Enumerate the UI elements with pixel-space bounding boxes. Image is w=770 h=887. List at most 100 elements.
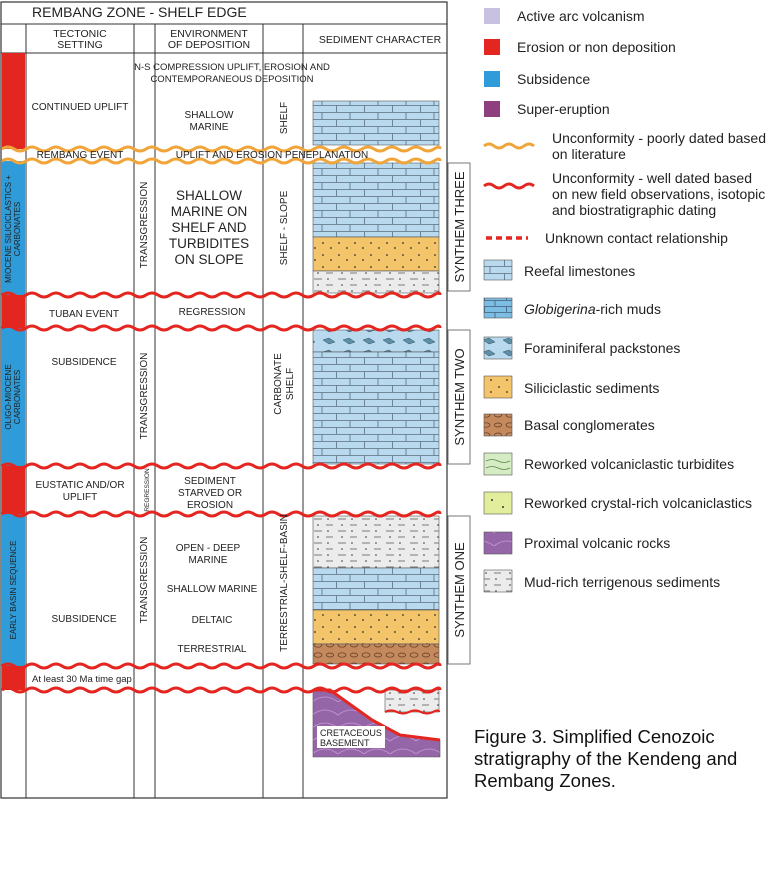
foraminiferal-column xyxy=(312,329,440,353)
unconformity-well-dated xyxy=(1,291,442,299)
label-shallow-marine-top-2: MARINE xyxy=(190,122,229,133)
label-eustatic-1: EUSTATIC AND/OR xyxy=(35,480,124,491)
label-cretaceous-2: BASEMENT xyxy=(320,738,370,748)
label-shelf-turbidites-2: MARINE ON xyxy=(171,204,248,219)
label-uplift-erosion: UPLIFT AND EROSION PENEPLANATION xyxy=(176,150,368,161)
label-regression-small: REGRESSION xyxy=(144,468,151,512)
label-sediment-starved-3: EROSION xyxy=(187,500,233,511)
label-shelf: SHELF xyxy=(279,102,290,134)
header-tectonic-1: TECTONIC xyxy=(53,28,107,40)
legend-label-siliciclastic: Siliciclastic sediments xyxy=(524,380,660,396)
label-deltaic: DELTAIC xyxy=(192,615,233,626)
caption-line-3: Rembang Zones. xyxy=(474,770,616,791)
legend-swatch-siliciclastic xyxy=(483,375,513,399)
legend-label-arc: Active arc volcanism xyxy=(517,8,645,24)
reefal-limestone-column xyxy=(312,567,440,611)
legend-swatch-unconformity-well xyxy=(483,182,535,190)
note-compression-2: CONTEMPORANEOUS DEPOSITION xyxy=(150,74,313,85)
label-shallow-marine-top-1: SHALLOW xyxy=(185,110,234,121)
label-shelf-turbidites-4: TURBIDITES xyxy=(169,236,249,251)
label-synthem-one: SYNTHEM ONE xyxy=(452,542,467,638)
legend-label-reefal: Reefal limestones xyxy=(524,263,636,279)
label-carbonate-shelf-1: CARBONATE xyxy=(273,353,284,415)
legend-swatch-mud xyxy=(483,569,513,593)
erosion-band xyxy=(2,466,25,514)
side-label-lower: EARLY BASIN SEQUENCE xyxy=(9,541,18,640)
legend-label-turbidite: Reworked volcaniclastic turbidites xyxy=(524,456,735,472)
erosion-band xyxy=(2,295,25,328)
label-transgression: TRANSGRESSION xyxy=(139,537,150,624)
label-carbonate-shelf-2: SHELF xyxy=(285,368,296,400)
unconformity-well-dated xyxy=(1,662,442,670)
label-subsidence: SUBSIDENCE xyxy=(51,614,116,625)
label-shelf-turbidites-5: ON SLOPE xyxy=(174,252,243,267)
label-transgression: TRANSGRESSION xyxy=(139,353,150,440)
legend-swatch-unconformity-poor xyxy=(483,142,535,150)
unconformity-well-dated xyxy=(1,462,442,470)
legend-swatch-forams xyxy=(483,336,513,360)
legend-swatch-turbidite-lines xyxy=(485,459,511,470)
label-terrestrial-shelf-basin: TERRESTRIAL-SHELF-BASIN xyxy=(279,514,290,652)
synthem-one-box xyxy=(447,515,471,665)
legend-swatch-super-eruption xyxy=(484,101,500,117)
label-shelf-turbidites-1: SHALLOW xyxy=(176,188,242,203)
label-synthem-two: SYNTHEM TWO xyxy=(452,348,467,445)
unconformity-well-dated xyxy=(1,510,442,518)
subsidence-band xyxy=(2,161,25,295)
legend-label-volcanic: Proximal volcanic rocks xyxy=(524,535,671,551)
subsidence-band xyxy=(2,328,25,466)
label-time-gap: At least 30 Ma time gap xyxy=(32,674,132,685)
legend-swatch-erosion xyxy=(484,39,500,55)
legend-label-crystal: Reworked crystal-rich volcaniclastics xyxy=(524,495,752,511)
unconformity-poorly-dated xyxy=(1,157,442,165)
label-transgression: TRANSGRESSION xyxy=(139,182,150,269)
legend-label-mud: Mud-rich terrigenous sediments xyxy=(524,574,721,590)
legend-swatch-turbidite xyxy=(483,452,513,476)
label-cretaceous-1: CRETACEOUS xyxy=(320,728,382,738)
unconformity-poorly-dated xyxy=(1,145,442,153)
caption-line-2: stratigraphy of the Kendeng and xyxy=(474,748,738,769)
mud-column xyxy=(312,270,440,294)
header-tectonic-2: SETTING xyxy=(57,39,103,51)
header-environment-1: ENVIRONMENT xyxy=(170,28,248,40)
legend-label-globigerina: Globigerina-rich muds xyxy=(524,301,661,317)
siliciclastic-column xyxy=(312,609,440,645)
unconformity-well-dated xyxy=(1,686,442,694)
label-rembang-event: REMBANG EVENT xyxy=(37,150,124,161)
legend-swatch-arc xyxy=(484,8,500,24)
label-regression: REGRESSION xyxy=(179,307,246,318)
legend-swatch-reefal xyxy=(483,259,513,281)
side-label-middle-2: CARBONATES xyxy=(13,370,22,425)
legend-label-conglomerate: Basal conglomerates xyxy=(524,417,655,433)
legend-label-globigerina-rest: -rich muds xyxy=(595,301,661,317)
unconformity-well-dated xyxy=(1,324,442,332)
label-tuban-event: TUBAN EVENT xyxy=(49,309,119,320)
label-eustatic-2: UPLIFT xyxy=(63,492,97,503)
caption-line-1: Figure 3. Simplified Cenozoic xyxy=(474,726,715,747)
label-open-deep-1: OPEN - DEEP xyxy=(176,543,241,554)
legend-label-unconformity-well: Unconformity - well dated based on new f… xyxy=(552,170,766,218)
legend-label-unknown-contact: Unknown contact relationship xyxy=(545,230,728,246)
label-shelf-slope: SHELF - SLOPE xyxy=(279,190,290,265)
figure-caption: Figure 3. Simplified Cenozoic stratigrap… xyxy=(474,726,764,792)
legend-label-globigerina-italic: Globigerina xyxy=(524,301,596,317)
siliciclastic-column xyxy=(312,236,440,272)
side-label-middle-1: OLIGO-MIOCENE xyxy=(4,364,13,429)
legend-label-subsidence: Subsidence xyxy=(517,71,591,87)
mud-column xyxy=(384,689,440,713)
legend-swatch-crystal-dot xyxy=(502,506,504,508)
mud-column xyxy=(312,515,440,569)
diagram-title: REMBANG ZONE - SHELF EDGE xyxy=(32,4,247,20)
label-terrestrial: TERRESTRIAL xyxy=(178,644,247,655)
label-shallow-marine: SHALLOW MARINE xyxy=(167,584,258,595)
legend-swatch-subsidence xyxy=(484,71,500,87)
reefal-limestone-column xyxy=(312,100,440,146)
synthem-three-box xyxy=(447,162,471,292)
legend-label-erosion: Erosion or non deposition xyxy=(517,39,676,55)
legend-swatch-conglomerate xyxy=(483,413,513,437)
legend-label-forams: Foraminiferal packstones xyxy=(524,340,681,356)
label-sediment-starved-2: STARVED OR xyxy=(178,488,242,499)
header-environment-2: OF DEPOSITION xyxy=(168,39,250,51)
erosion-band xyxy=(2,53,25,149)
label-subsidence: SUBSIDENCE xyxy=(51,357,116,368)
